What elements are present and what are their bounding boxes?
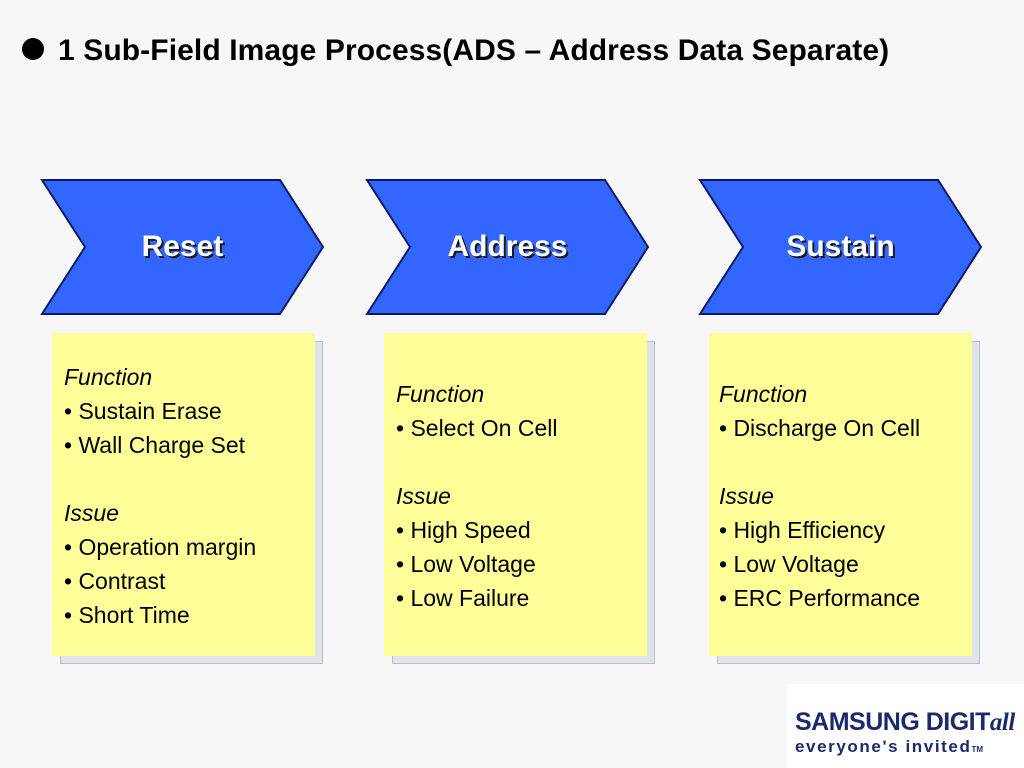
stage-reset-label: Reset — [141, 230, 224, 263]
function-heading: Function — [396, 381, 485, 407]
issue-heading: Issue — [719, 483, 774, 509]
chevron-arrow-icon — [698, 179, 983, 315]
card-face: Function • Select On Cell Issue • High S… — [384, 333, 647, 656]
samsung-logo: SAMSUNG DIGITall everyone's invitedTM — [787, 684, 1024, 768]
stage-sustain-card: Function • Discharge On Cell Issue • Hig… — [709, 333, 980, 664]
slide-title: 1 Sub-Field Image Process(ADS – Address … — [22, 34, 889, 68]
issue-item: • Low Voltage — [396, 551, 536, 577]
stage-address-label: Address — [447, 230, 568, 263]
issue-item: • High Speed — [396, 517, 531, 543]
card-face: Function • Sustain Erase • Wall Charge S… — [52, 333, 315, 656]
issue-item: • High Efficiency — [719, 517, 886, 543]
stage-reset-chevron: Reset — [40, 178, 325, 316]
stage-address-chevron: Address — [365, 178, 650, 316]
function-item: • Select On Cell — [396, 415, 558, 441]
issue-item: • Low Voltage — [719, 551, 859, 577]
logo-tagline: everyone's invitedTM — [795, 737, 984, 756]
issue-heading: Issue — [396, 483, 451, 509]
card-face: Function • Discharge On Cell Issue • Hig… — [709, 333, 972, 656]
function-item: • Wall Charge Set — [64, 432, 246, 458]
function-item: • Sustain Erase — [64, 398, 222, 424]
stage-address-card: Function • Select On Cell Issue • High S… — [384, 333, 655, 664]
chevron-arrow-icon — [365, 179, 650, 315]
issue-item: • Short Time — [64, 602, 190, 628]
issue-item: • ERC Performance — [719, 585, 921, 611]
issue-item: • Contrast — [64, 568, 166, 594]
function-heading: Function — [64, 364, 153, 390]
function-item: • Discharge On Cell — [719, 415, 921, 441]
issue-item: • Operation margin — [64, 534, 257, 560]
issue-item: • Low Failure — [396, 585, 530, 611]
stage-sustain-chevron: Sustain — [698, 178, 983, 316]
issue-heading: Issue — [64, 500, 119, 526]
logo-brand: SAMSUNG DIGITall — [795, 708, 1015, 736]
chevron-arrow-icon — [40, 179, 325, 315]
function-heading: Function — [719, 381, 808, 407]
bullet-icon — [22, 38, 44, 61]
stage-reset-card: Function • Sustain Erase • Wall Charge S… — [52, 333, 323, 664]
slide-title-text: 1 Sub-Field Image Process(ADS – Address … — [58, 34, 890, 67]
stage-sustain-label: Sustain — [786, 230, 895, 263]
